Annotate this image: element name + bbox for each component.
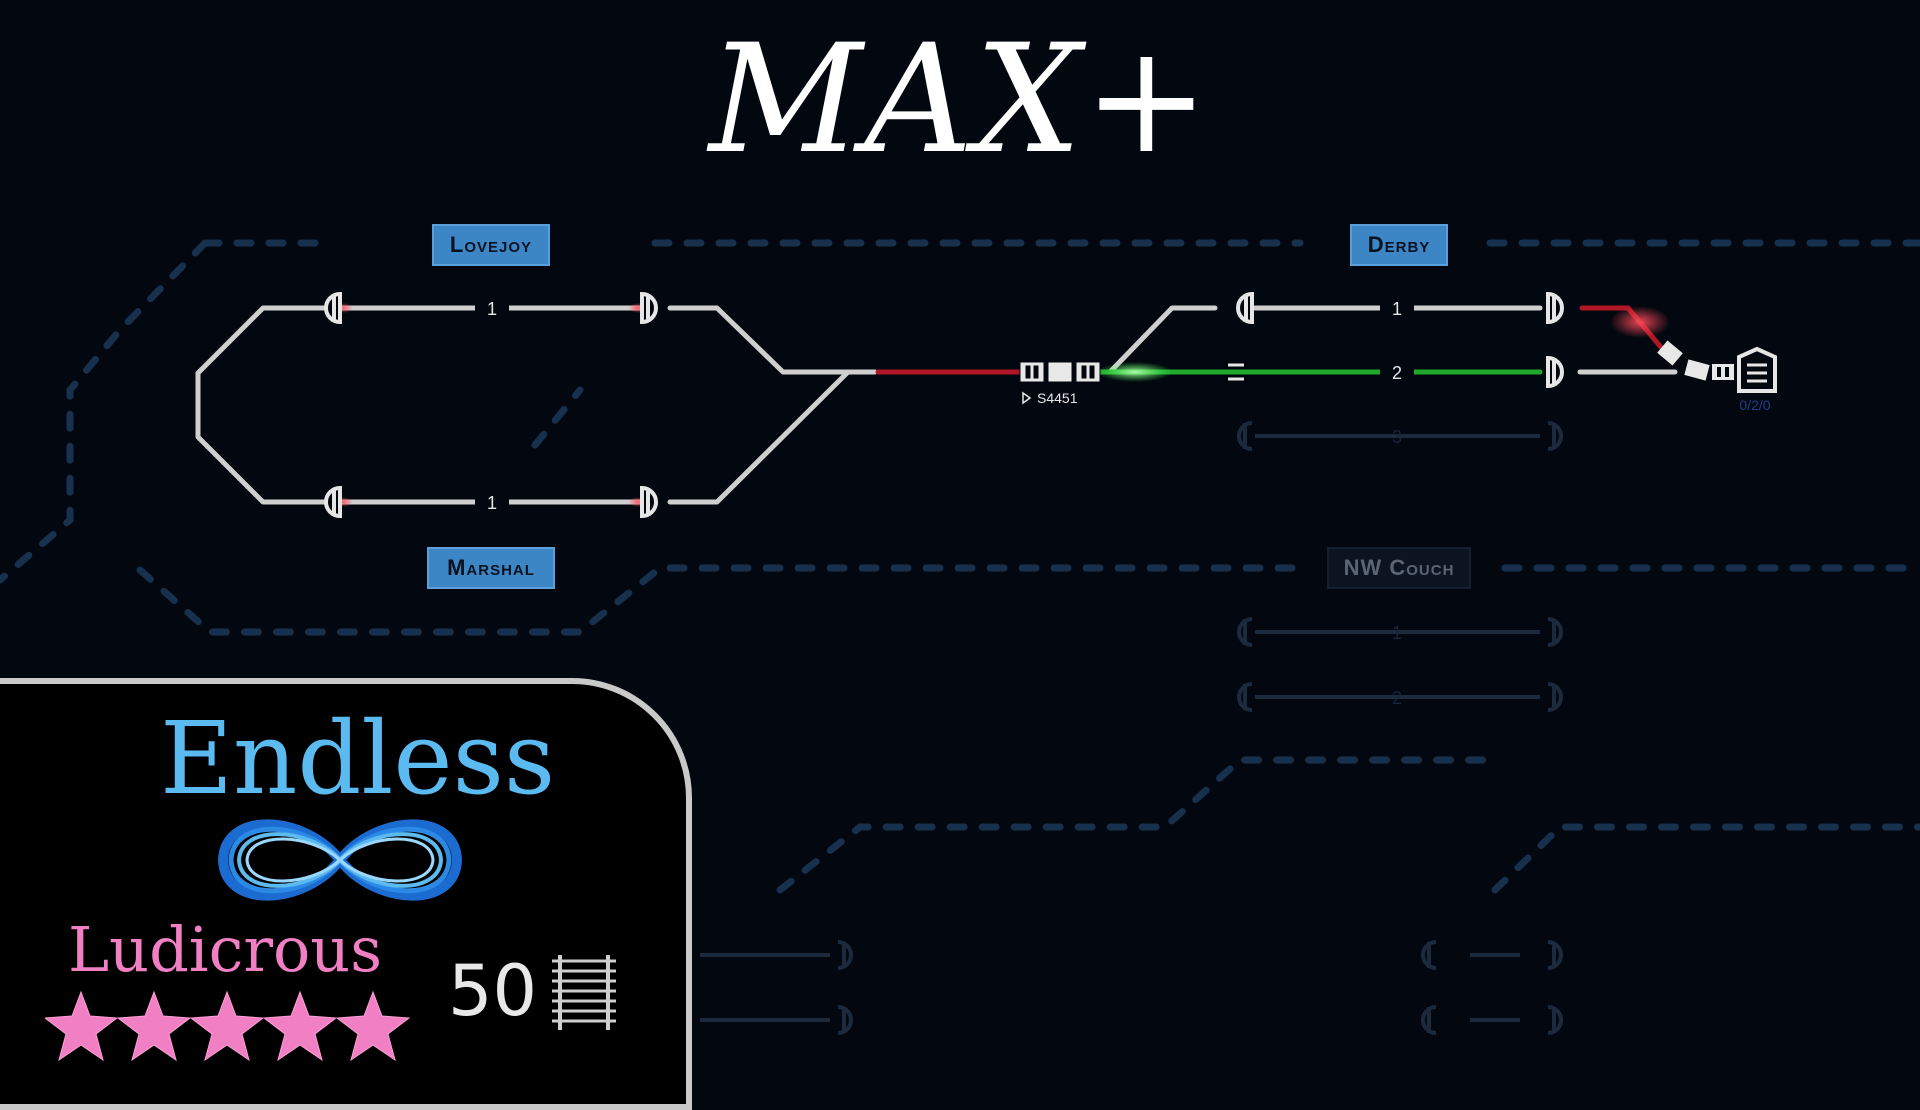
mode-panel	[0, 678, 692, 1110]
track-label-derby-2: 2	[1392, 363, 1402, 383]
derby-2-switch-icon[interactable]	[1228, 363, 1244, 381]
star-icon	[117, 991, 191, 1061]
station-label-derby[interactable]: Derby	[1350, 224, 1448, 266]
track-label-derby-1: 1	[1392, 299, 1402, 319]
track-label-derby-3: 3	[1392, 427, 1402, 447]
star-icon	[45, 991, 118, 1061]
track-marshal-out[interactable]	[667, 369, 851, 505]
depot-garage-icon[interactable]	[1737, 346, 1777, 393]
inactive-platforms	[700, 421, 1563, 1035]
buffer-stops	[324, 291, 1564, 519]
station-label-nw-couch[interactable]: NW Couch	[1327, 547, 1471, 589]
buffer-stop-icon	[324, 485, 342, 519]
background-routes	[0, 239, 1920, 894]
train-id: S4451	[1037, 390, 1078, 406]
track-label-nw-couch-2: 2	[1392, 688, 1402, 708]
star-icon	[190, 991, 264, 1061]
star-icon	[336, 991, 410, 1061]
play-triangle-icon[interactable]	[1022, 391, 1032, 405]
track-label-marshal-1: 1	[487, 493, 497, 513]
depot-counter: 0/2/0	[1739, 397, 1770, 413]
track-label-nw-couch-1: 1	[1392, 623, 1402, 643]
star-icon	[263, 991, 337, 1061]
track-lovejoy-out[interactable]	[667, 305, 878, 375]
station-label-lovejoy[interactable]: Lovejoy	[432, 224, 550, 266]
buffer-stop-icon	[324, 291, 342, 325]
buffer-stop-icon	[640, 291, 658, 325]
track-rails-icon	[552, 955, 616, 1030]
level-title: MAX+	[708, 13, 1212, 187]
depot-train	[1657, 340, 1734, 381]
buffer-stop-icon	[1546, 291, 1564, 325]
buffer-stop-icon	[1546, 355, 1564, 389]
rail-map: 1 1 1 2 3 1 2	[0, 239, 1920, 1035]
buffer-stop-icon	[640, 485, 658, 519]
active-tracks	[195, 305, 1678, 505]
track-lovejoy-1[interactable]	[195, 305, 343, 505]
track-label-lovejoy-1: 1	[487, 299, 497, 319]
difficulty-stars	[45, 991, 410, 1061]
difficulty-label: Ludicrous	[67, 913, 383, 986]
buffer-stop-icon	[1236, 291, 1254, 325]
track-count: 50	[448, 950, 538, 1032]
train[interactable]	[1019, 361, 1101, 383]
mode-title: Endless	[160, 700, 556, 817]
track-derby-approach[interactable]	[1107, 305, 1218, 375]
infinity-icon	[217, 819, 463, 901]
station-label-marshal[interactable]: Marshal	[427, 547, 555, 589]
